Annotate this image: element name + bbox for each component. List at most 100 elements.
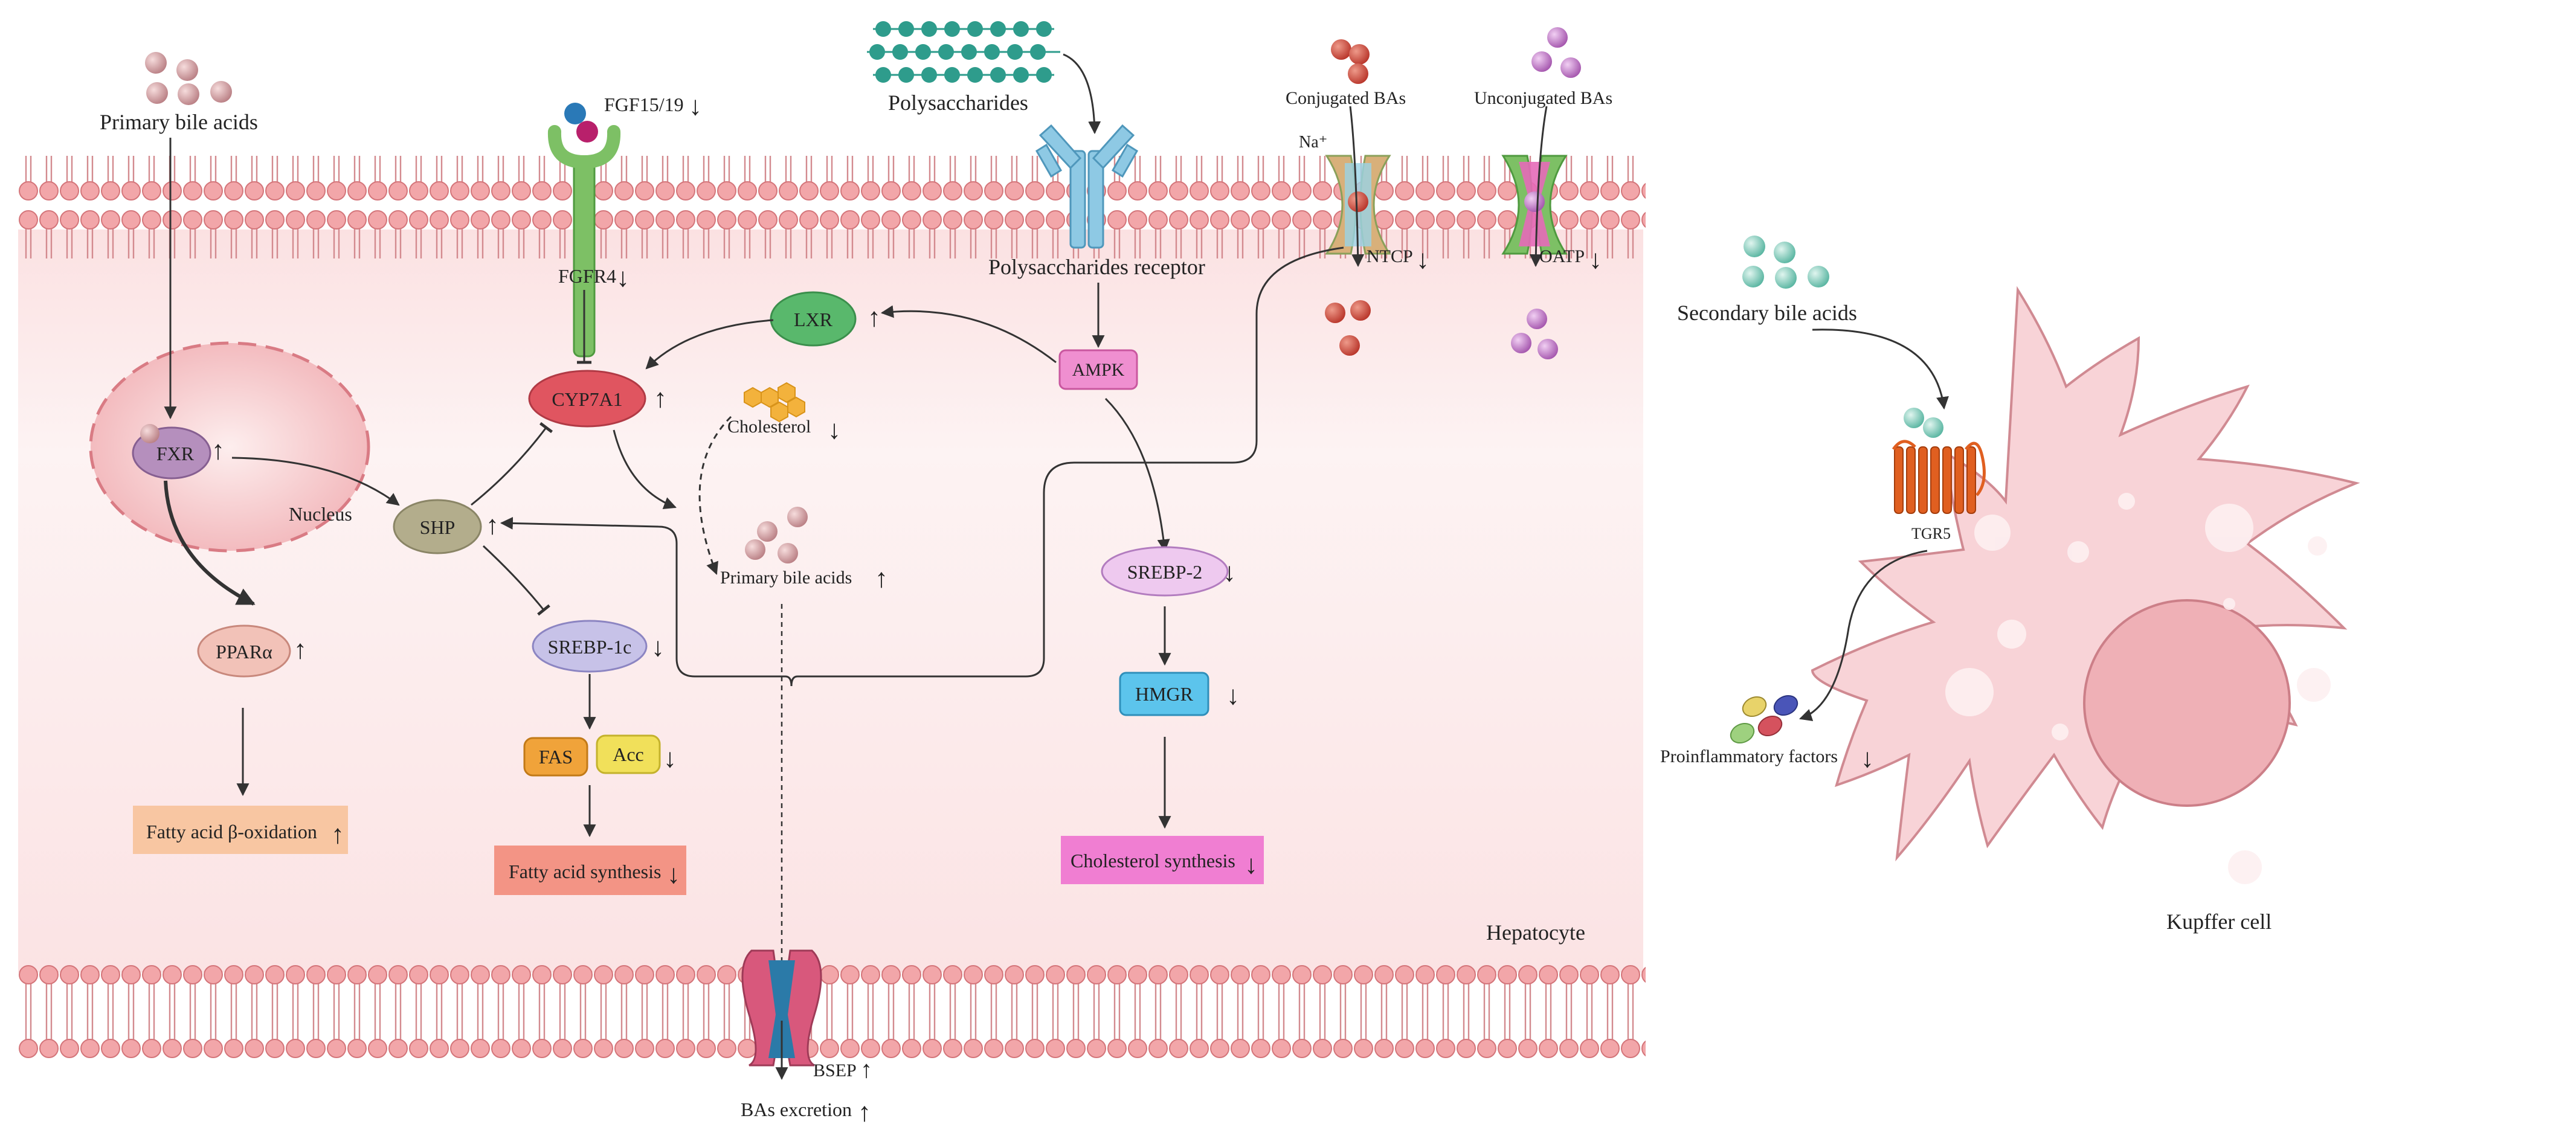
- membrane-bottom: [18, 960, 1646, 1063]
- line-bas-to-shp: [500, 246, 1344, 687]
- ppara-label: PPARα: [216, 641, 272, 663]
- tgr5-receptor: [1892, 408, 1986, 514]
- arrow-ampk-to-srebp2: [1104, 397, 1170, 553]
- arrow-unconjugated-bas-in: [1529, 106, 1548, 268]
- lxr-label: LXR: [794, 309, 833, 330]
- fgfr4-label: FGFR4: [558, 265, 616, 287]
- bas-excretion-label: BAs excretion: [741, 1099, 852, 1120]
- arrow-fxr-to-ppara: [164, 480, 256, 606]
- acc-label: Acc: [613, 743, 644, 765]
- lxr-node[interactable]: [770, 291, 857, 347]
- shp-node[interactable]: [393, 499, 482, 554]
- cholesterol-arrow: ↓: [828, 415, 841, 445]
- fxr-label: FXR: [156, 443, 195, 464]
- ntcp-arrow: ↓: [1416, 245, 1429, 274]
- tgr5-label: TGR5: [1911, 525, 1951, 542]
- primary-bile-acid-molecules: [145, 52, 232, 105]
- fgfr4-arrow: ↓: [616, 263, 630, 292]
- fas-label: FAS: [539, 746, 573, 768]
- arrow-conjugated-bas-in: [1349, 106, 1365, 268]
- secondary-bile-acids-label: Secondary bile acids: [1677, 301, 1857, 325]
- oatp-arrow: ↓: [1589, 245, 1602, 274]
- polysaccharides-receptor: [1035, 124, 1139, 249]
- ppara-node[interactable]: [197, 624, 291, 678]
- oatp-label: OATP: [1539, 246, 1585, 266]
- acc-arrow: ↓: [663, 743, 677, 773]
- shp-arrow: ↑: [486, 510, 499, 540]
- ampk-label: AMPK: [1072, 360, 1125, 380]
- arrow-cyp7a1-to-bile-acids: [613, 429, 677, 510]
- kupffer-vesicles: [1945, 493, 2331, 884]
- srebp2-label: SREBP-2: [1127, 561, 1202, 583]
- fa-synthesis-arrow: ↓: [667, 859, 680, 889]
- kupffer-nucleus: [2083, 599, 2291, 807]
- conjugated-ba-intracellular: [1325, 300, 1371, 356]
- cyp7a1-label: CYP7A1: [552, 388, 622, 410]
- fa-oxidation-arrow: ↑: [331, 820, 344, 849]
- fa-synthesis-box[interactable]: [494, 846, 686, 895]
- unconjugated-ba-intracellular: [1511, 309, 1558, 359]
- fgfr4-receptor: [547, 103, 621, 358]
- fgf-label: FGF15/19: [604, 94, 684, 115]
- shp-label: SHP: [420, 516, 456, 538]
- primary-bile-acid-molecules-mid: [745, 507, 808, 563]
- cholesterol-synthesis-label: Cholesterol synthesis: [1071, 850, 1235, 871]
- fa-synthesis-label: Fatty acid synthesis: [509, 861, 661, 882]
- bsep-label: BSEP: [813, 1061, 857, 1080]
- fa-oxidation-box[interactable]: [133, 806, 348, 854]
- srebp1c-label: SREBP-1c: [548, 636, 632, 658]
- srebp1c-arrow: ↓: [651, 632, 665, 662]
- fas-node[interactable]: [523, 737, 588, 777]
- inhibit-shp-to-srebp1c: [482, 545, 550, 616]
- bsep-transporter: [741, 949, 822, 1067]
- srebp2-arrow: ↓: [1223, 557, 1236, 587]
- polysaccharide-chains: [867, 21, 1060, 83]
- kupffer-cell-label: Kupffer cell: [2166, 910, 2272, 934]
- lxr-arrow: ↑: [868, 303, 881, 332]
- na-label: Na⁺: [1299, 133, 1327, 152]
- arrow-fxr-to-shp: [231, 457, 400, 506]
- secondary-bile-acid-molecules: [1742, 236, 1829, 289]
- cholesterol-label: Cholesterol: [727, 417, 811, 437]
- polysaccharides-label: Polysaccharides: [888, 91, 1028, 115]
- oatp-transporter: [1501, 155, 1568, 255]
- arrow-polysaccharides-to-receptor: [1063, 53, 1101, 135]
- ampk-node[interactable]: [1058, 349, 1138, 390]
- cholesterol-synthesis-box[interactable]: [1061, 836, 1264, 884]
- primary-bile-acids-label: Primary bile acids: [100, 110, 258, 134]
- acc-node[interactable]: [596, 734, 661, 774]
- hepatocyte-label: Hepatocyte: [1486, 920, 1585, 945]
- bas-excretion-arrow: ↑: [858, 1097, 871, 1127]
- cyp7a1-arrow: ↑: [654, 384, 667, 413]
- arrow-lxr-to-cyp7a1: [645, 319, 774, 370]
- ntcp-transporter: [1325, 155, 1391, 255]
- cyp7a1-node[interactable]: [528, 370, 646, 428]
- membrane-top: [18, 156, 1646, 258]
- cholesterol-synthesis-arrow: ↓: [1245, 850, 1258, 879]
- proinflammatory-arrow: ↓: [1861, 743, 1874, 773]
- hmgr-arrow: ↓: [1226, 681, 1240, 710]
- nucleus: [89, 341, 370, 553]
- nucleus-label: Nucleus: [289, 503, 352, 525]
- srebp1c-node[interactable]: [532, 620, 648, 673]
- ntcp-label: NTCP: [1367, 246, 1413, 266]
- fxr-bound-bile-acid: [140, 424, 159, 443]
- hmgr-node[interactable]: [1119, 672, 1209, 716]
- hmgr-label: HMGR: [1135, 683, 1194, 705]
- unconjugated-bas-label: Unconjugated BAs: [1474, 88, 1612, 108]
- bsep-arrow: ↑: [860, 1056, 872, 1083]
- unconjugated-ba-molecules: [1531, 27, 1581, 78]
- fxr-arrow: ↑: [211, 435, 225, 465]
- polysaccharides-receptor-label: Polysaccharides receptor: [988, 255, 1205, 279]
- arrow-secondary-bile-acids-to-tgr5: [1812, 329, 1949, 410]
- conjugated-bas-label: Conjugated BAs: [1286, 88, 1406, 108]
- fgf-arrow: ↓: [689, 91, 702, 121]
- proinflammatory-factor-molecules: [1730, 695, 1798, 744]
- srebp2-node[interactable]: [1101, 546, 1229, 597]
- primary-bile-acids-mid-label: Primary bile acids: [720, 568, 852, 588]
- proinflammatory-label: Proinflammatory factors: [1660, 746, 1838, 766]
- kupffer-cell-body: [1811, 286, 2360, 862]
- cholesterol-molecules: [744, 382, 805, 423]
- arrow-ampk-to-lxr: [880, 305, 1057, 364]
